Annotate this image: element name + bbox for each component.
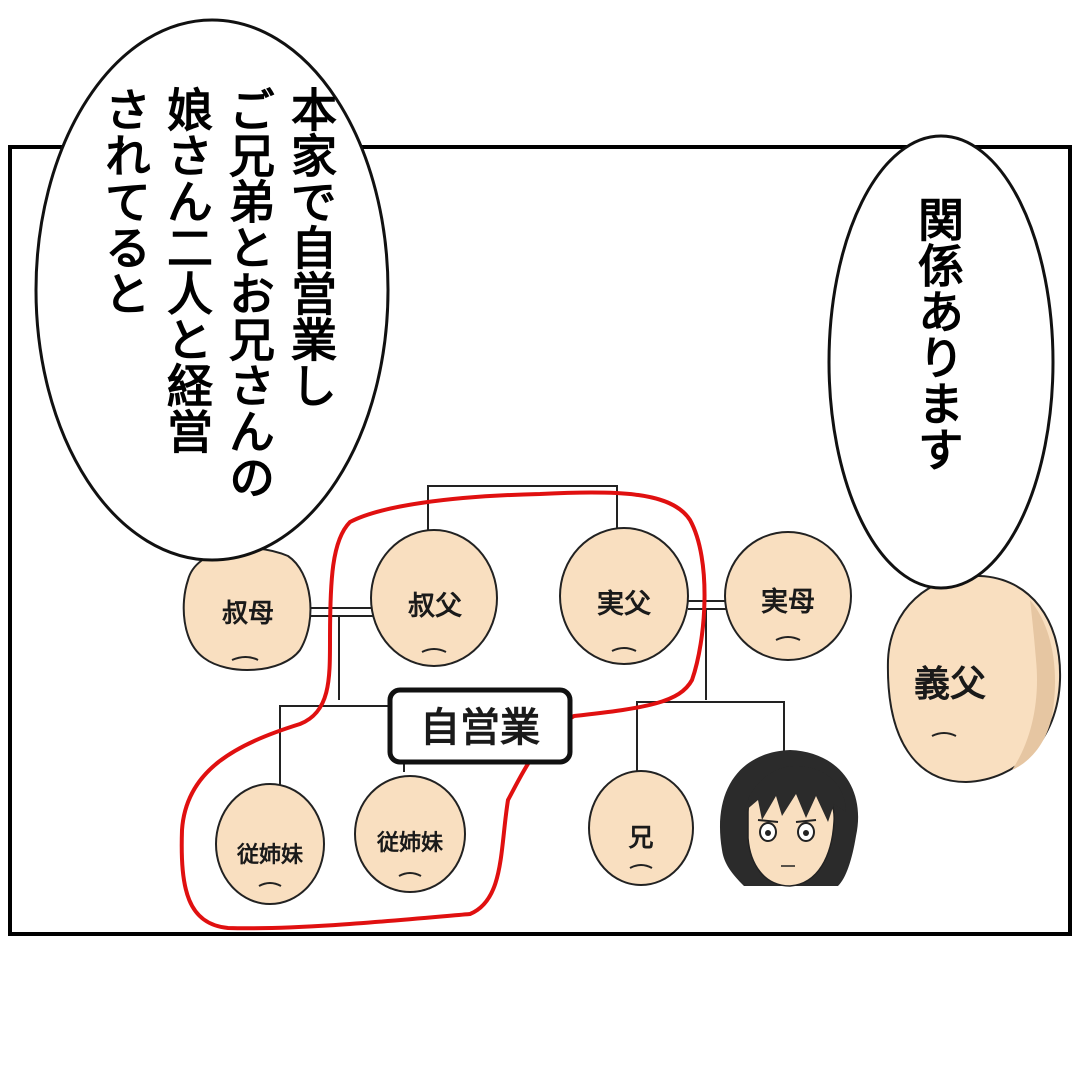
label-mother: 実母	[761, 586, 815, 618]
speech-line-4: されてると	[98, 86, 152, 316]
business-box: 自営業	[387, 687, 573, 765]
speech-bubble-left	[34, 18, 390, 562]
highlight-red-loop	[179, 490, 707, 931]
face-uncle: 叔父	[370, 529, 498, 667]
business-label: 自営業	[420, 705, 540, 751]
speech-text-right: 関係あります	[911, 196, 965, 472]
protagonist-character	[719, 750, 859, 887]
face-cousin-1: 従姉妹	[215, 783, 325, 905]
speech-bubble-right	[827, 134, 1055, 590]
label-uncle: 叔父	[408, 591, 463, 622]
speech-line-3: 娘さん二人と経営	[160, 86, 214, 454]
speech-text-left: 本家で自営業し ご兄弟とお兄さんの 娘さん二人と経営 されてると	[92, 86, 342, 506]
face-aunt: 叔母	[182, 547, 312, 671]
label-aunt: 叔母	[222, 599, 274, 629]
label-cousin-1: 従姉妹	[236, 842, 304, 868]
label-cousin-2: 従姉妹	[376, 830, 444, 856]
face-father: 実父	[559, 527, 689, 665]
speech-line-2: ご兄弟とお兄さんの	[222, 86, 276, 500]
label-father: 実父	[597, 588, 652, 620]
face-father-in-law: 義父	[886, 574, 1062, 784]
face-brother: 兄	[588, 770, 694, 886]
label-brother: 兄	[627, 823, 653, 852]
speech-line-1: 本家で自営業し	[284, 86, 338, 408]
face-mother: 実母	[724, 531, 852, 661]
label-father-in-law: 義父	[914, 664, 986, 705]
face-cousin-2: 従姉妹	[354, 775, 466, 893]
